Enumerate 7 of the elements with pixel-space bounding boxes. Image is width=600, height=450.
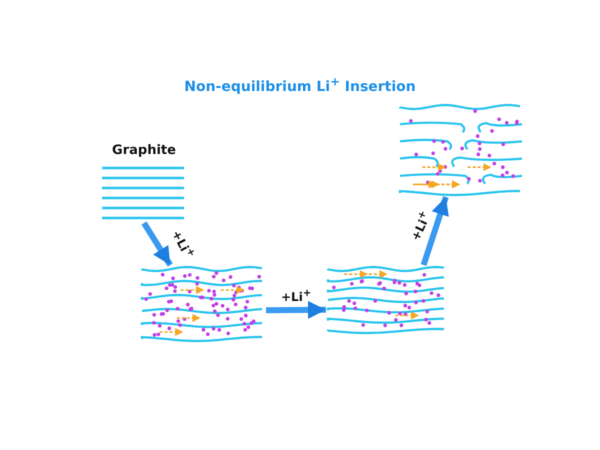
arrow bbox=[420, 196, 449, 266]
arrow bbox=[141, 221, 173, 267]
layered-structure-drawing bbox=[398, 103, 524, 197]
diagram-title: Non-equilibrium Li$^{+}$ Insertion bbox=[184, 78, 416, 95]
edge-label: +Li$^{+}$ bbox=[281, 288, 312, 304]
node-label: Graphite bbox=[111, 143, 177, 158]
arrow bbox=[266, 300, 326, 319]
